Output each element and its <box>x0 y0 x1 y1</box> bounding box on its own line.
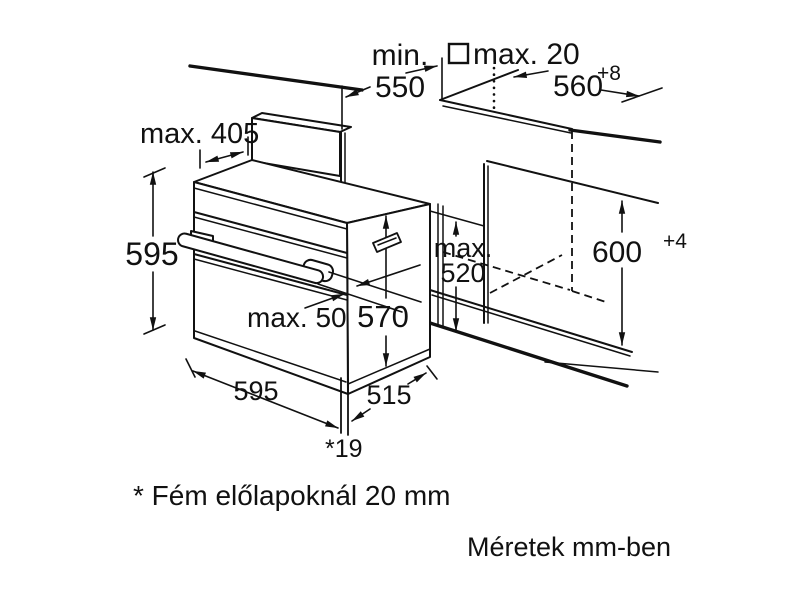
dim-top-recess-405: max. 405 <box>140 118 259 169</box>
dim-label-niche-height-tol: +4 <box>663 230 687 253</box>
dim-label-oven-depth: 570 <box>357 299 409 334</box>
oven-body <box>193 112 431 395</box>
cabinet-niche-structure <box>188 64 662 388</box>
handle-bar <box>177 232 325 285</box>
oven-side-vent <box>372 232 402 253</box>
dim-handle-depth-50: max. 50 <box>247 264 422 333</box>
dim-label-oven-width: 595 <box>233 376 278 406</box>
dim-oven-width-595: 595 <box>185 358 339 429</box>
dim-label-niche-width: 560 <box>553 70 603 103</box>
dim-oven-body-depth-515: 515 <box>351 365 438 422</box>
dim-protrusion-max20: max. 20 <box>447 38 580 112</box>
dim-label-counter-depth-value: 550 <box>375 71 425 104</box>
dim-oven-height-595: 595 <box>125 167 179 335</box>
dim-label-niche-height: 600 <box>592 236 642 269</box>
dim-label-counter-depth-word: min. <box>372 39 429 72</box>
dim-label-niche-width-tol: +8 <box>597 62 621 85</box>
dim-niche-height-600: 600 +4 <box>592 200 687 346</box>
oven-handle <box>177 230 334 285</box>
dim-label-niche-clearance-value: 520 <box>440 258 485 288</box>
dim-label-protrusion: max. 20 <box>473 38 580 71</box>
oven-rear-housing-front <box>251 117 341 177</box>
dim-label-niche-clearance-word: max. <box>434 233 493 263</box>
dim-door-offset-19: *19 <box>325 377 363 463</box>
dim-label-top-recess: max. 405 <box>140 118 259 150</box>
dim-label-oven-body-depth: 515 <box>366 380 411 410</box>
dim-label-oven-height: 595 <box>125 236 178 272</box>
footnote-metal-fronts: * Fém előlapoknál 20 mm <box>133 480 450 511</box>
square-icon <box>447 42 470 65</box>
dim-counter-depth-550: min. 550 <box>341 39 443 130</box>
dim-label-handle-depth: max. 50 <box>247 302 347 333</box>
dim-label-door-offset: *19 <box>325 435 363 463</box>
dim-niche-clearance-520: max. 520 <box>434 221 493 332</box>
dim-niche-width-560: 560 +8 <box>513 62 663 103</box>
units-note: Méretek mm-ben <box>467 532 671 562</box>
